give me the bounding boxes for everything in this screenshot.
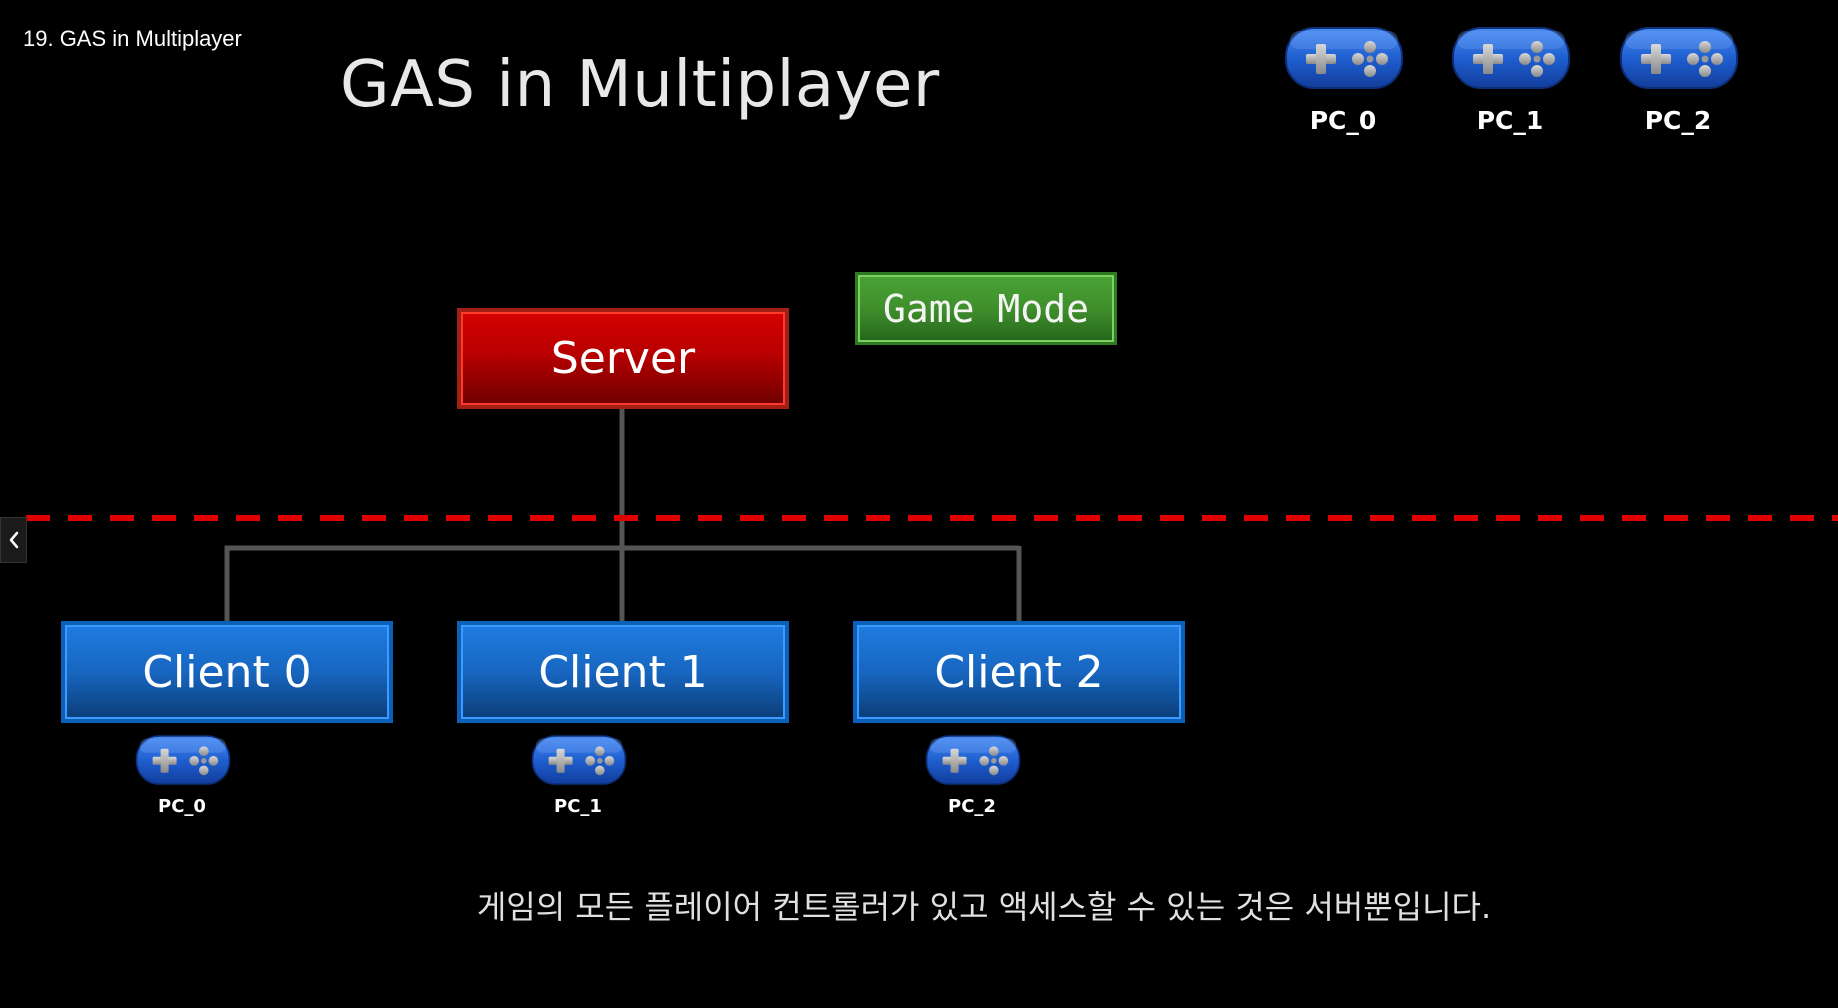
chevron-left-icon xyxy=(9,531,18,549)
gamepad-icon xyxy=(531,735,627,785)
client-box-2: Client 2 xyxy=(853,621,1185,723)
client-box-1: Client 1 xyxy=(457,621,789,723)
slide-caption: 게임의 모든 플레이어 컨트롤러가 있고 액세스할 수 있는 것은 서버뿐입니다… xyxy=(476,888,1492,926)
prev-slide-button[interactable] xyxy=(0,517,27,563)
legend-label: PC_0 xyxy=(1309,106,1377,135)
legend-label: PC_2 xyxy=(1644,106,1712,135)
slide-title: GAS in Multiplayer xyxy=(340,48,940,122)
controller-label: PC_1 xyxy=(554,796,602,817)
breadcrumb: 19. GAS in Multiplayer xyxy=(23,26,242,51)
controller-label: PC_0 xyxy=(158,796,206,817)
client-controller-0: PC_0 xyxy=(122,734,242,824)
client-controller-2: PC_2 xyxy=(912,734,1032,824)
game-mode-box: Game Mode xyxy=(855,272,1117,345)
gamepad-icon xyxy=(135,735,231,785)
controller-label: PC_2 xyxy=(948,796,996,817)
client-box-0: Client 0 xyxy=(61,621,393,723)
gamepad-icon xyxy=(925,735,1021,785)
legend-item-pc2: PC_2 xyxy=(1608,26,1748,146)
network-boundary-line xyxy=(26,515,1838,521)
legend-item-pc1: PC_1 xyxy=(1440,26,1580,146)
legend-label: PC_1 xyxy=(1476,106,1544,135)
client-controller-1: PC_1 xyxy=(518,734,638,824)
legend-item-pc0: PC_0 xyxy=(1273,26,1413,146)
server-box: Server xyxy=(457,308,789,409)
